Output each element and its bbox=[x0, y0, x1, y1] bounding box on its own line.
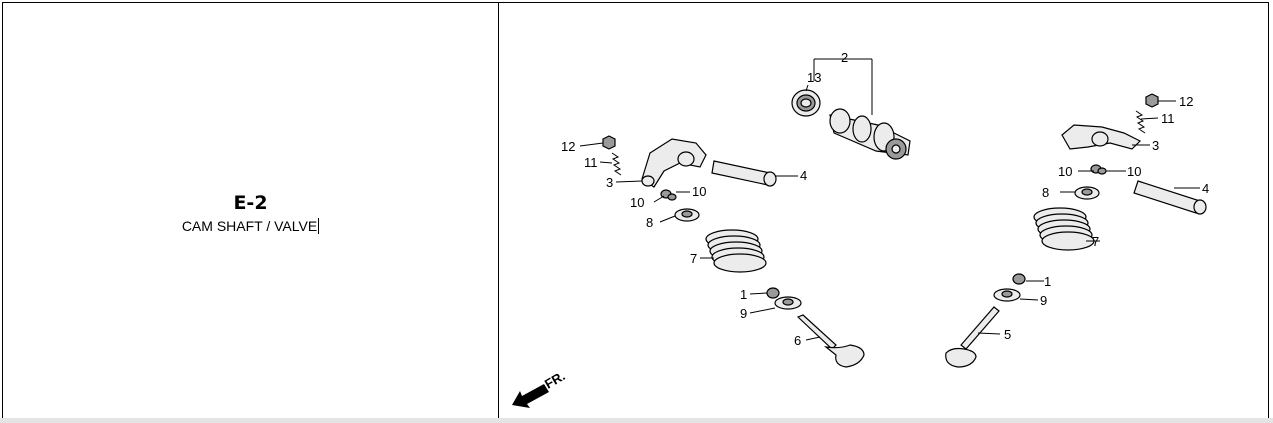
rocker-shaft-right-part[interactable] bbox=[1133, 180, 1207, 215]
callout-spring-small-left: 11 bbox=[584, 155, 598, 170]
callout-seat-right: 8 bbox=[1042, 185, 1049, 200]
callout-retainer-right: 9 bbox=[1040, 293, 1047, 308]
callout-tappet-a-right: 10 bbox=[1058, 164, 1072, 179]
front-direction-indicator: FR. bbox=[512, 368, 568, 408]
section-title-cell: E-2 CAM SHAFT / VALVE bbox=[3, 3, 499, 419]
retainer-right-part[interactable] bbox=[993, 288, 1021, 302]
valve-left-part[interactable] bbox=[796, 314, 865, 368]
tappet-right-part[interactable] bbox=[1090, 164, 1107, 175]
callout-cotter-left: 1 bbox=[740, 287, 747, 302]
bearing-part[interactable] bbox=[791, 89, 821, 117]
section-code: E-2 bbox=[233, 192, 268, 214]
section-subtitle: CAM SHAFT / VALVE bbox=[181, 218, 318, 234]
section-subtitle-wrap: CAM SHAFT / VALVE bbox=[3, 218, 498, 234]
nut-right-part[interactable] bbox=[1145, 93, 1159, 108]
callout-tappet-b-left: 10 bbox=[630, 195, 644, 210]
callout-nut-left: 12 bbox=[561, 139, 575, 154]
callout-retainer-left: 9 bbox=[740, 306, 747, 321]
seat-right-part[interactable] bbox=[1074, 186, 1100, 200]
callout-rocker-left: 3 bbox=[606, 175, 613, 190]
callout-camshaft: 2 bbox=[841, 50, 848, 65]
callout-rocker-shaft-right: 4 bbox=[1202, 181, 1209, 196]
callout-cotter-right: 1 bbox=[1044, 274, 1051, 289]
callout-valve-left: 6 bbox=[794, 333, 801, 348]
callout-valve-right: 5 bbox=[1004, 327, 1011, 342]
nut-left-part[interactable] bbox=[602, 135, 616, 150]
retainer-left-part[interactable] bbox=[774, 296, 802, 310]
callout-spring-left: 7 bbox=[690, 251, 697, 266]
spring-small-right-part[interactable] bbox=[1135, 110, 1146, 134]
text-caret bbox=[318, 218, 320, 234]
rocker-shaft-left-part[interactable] bbox=[711, 160, 777, 187]
spring-left-part[interactable] bbox=[705, 229, 767, 273]
callout-rocker-right: 3 bbox=[1152, 138, 1159, 153]
spring-right-part[interactable] bbox=[1033, 207, 1095, 251]
spring-small-left-part[interactable] bbox=[611, 152, 622, 176]
callout-spring-small-right: 11 bbox=[1161, 111, 1175, 126]
rocker-right-part[interactable] bbox=[1061, 124, 1142, 150]
callout-rocker-shaft-left: 4 bbox=[800, 168, 807, 183]
front-arrow-icon bbox=[512, 384, 549, 408]
exploded-diagram: 2 13 12 11 3 4 10 10 8 7 1 9 6 12 11 3 1… bbox=[512, 50, 1209, 408]
callout-spring-right: 7 bbox=[1092, 234, 1099, 249]
tappet-left-part[interactable] bbox=[660, 189, 677, 201]
callout-labels: 2 13 12 11 3 4 10 10 8 7 1 9 6 12 11 3 1… bbox=[561, 50, 1209, 348]
valve-right-part[interactable] bbox=[945, 306, 1000, 368]
seat-left-part[interactable] bbox=[674, 208, 700, 222]
leader-lines bbox=[579, 58, 1200, 341]
callout-tappet-a-left: 10 bbox=[692, 184, 706, 199]
bottom-strip bbox=[0, 418, 1273, 423]
callout-bearing: 13 bbox=[807, 70, 821, 85]
exploded-diagram-cell: 2 13 12 11 3 4 10 10 8 7 1 9 6 12 11 3 1… bbox=[500, 3, 1268, 419]
cotter-right-part[interactable] bbox=[1012, 273, 1026, 285]
cotter-left-part[interactable] bbox=[766, 287, 780, 299]
callout-seat-left: 8 bbox=[646, 215, 653, 230]
camshaft-part[interactable] bbox=[829, 108, 911, 160]
callout-tappet-b-right: 10 bbox=[1127, 164, 1141, 179]
callout-nut-right: 12 bbox=[1179, 94, 1193, 109]
rocker-left-part[interactable] bbox=[641, 138, 707, 188]
